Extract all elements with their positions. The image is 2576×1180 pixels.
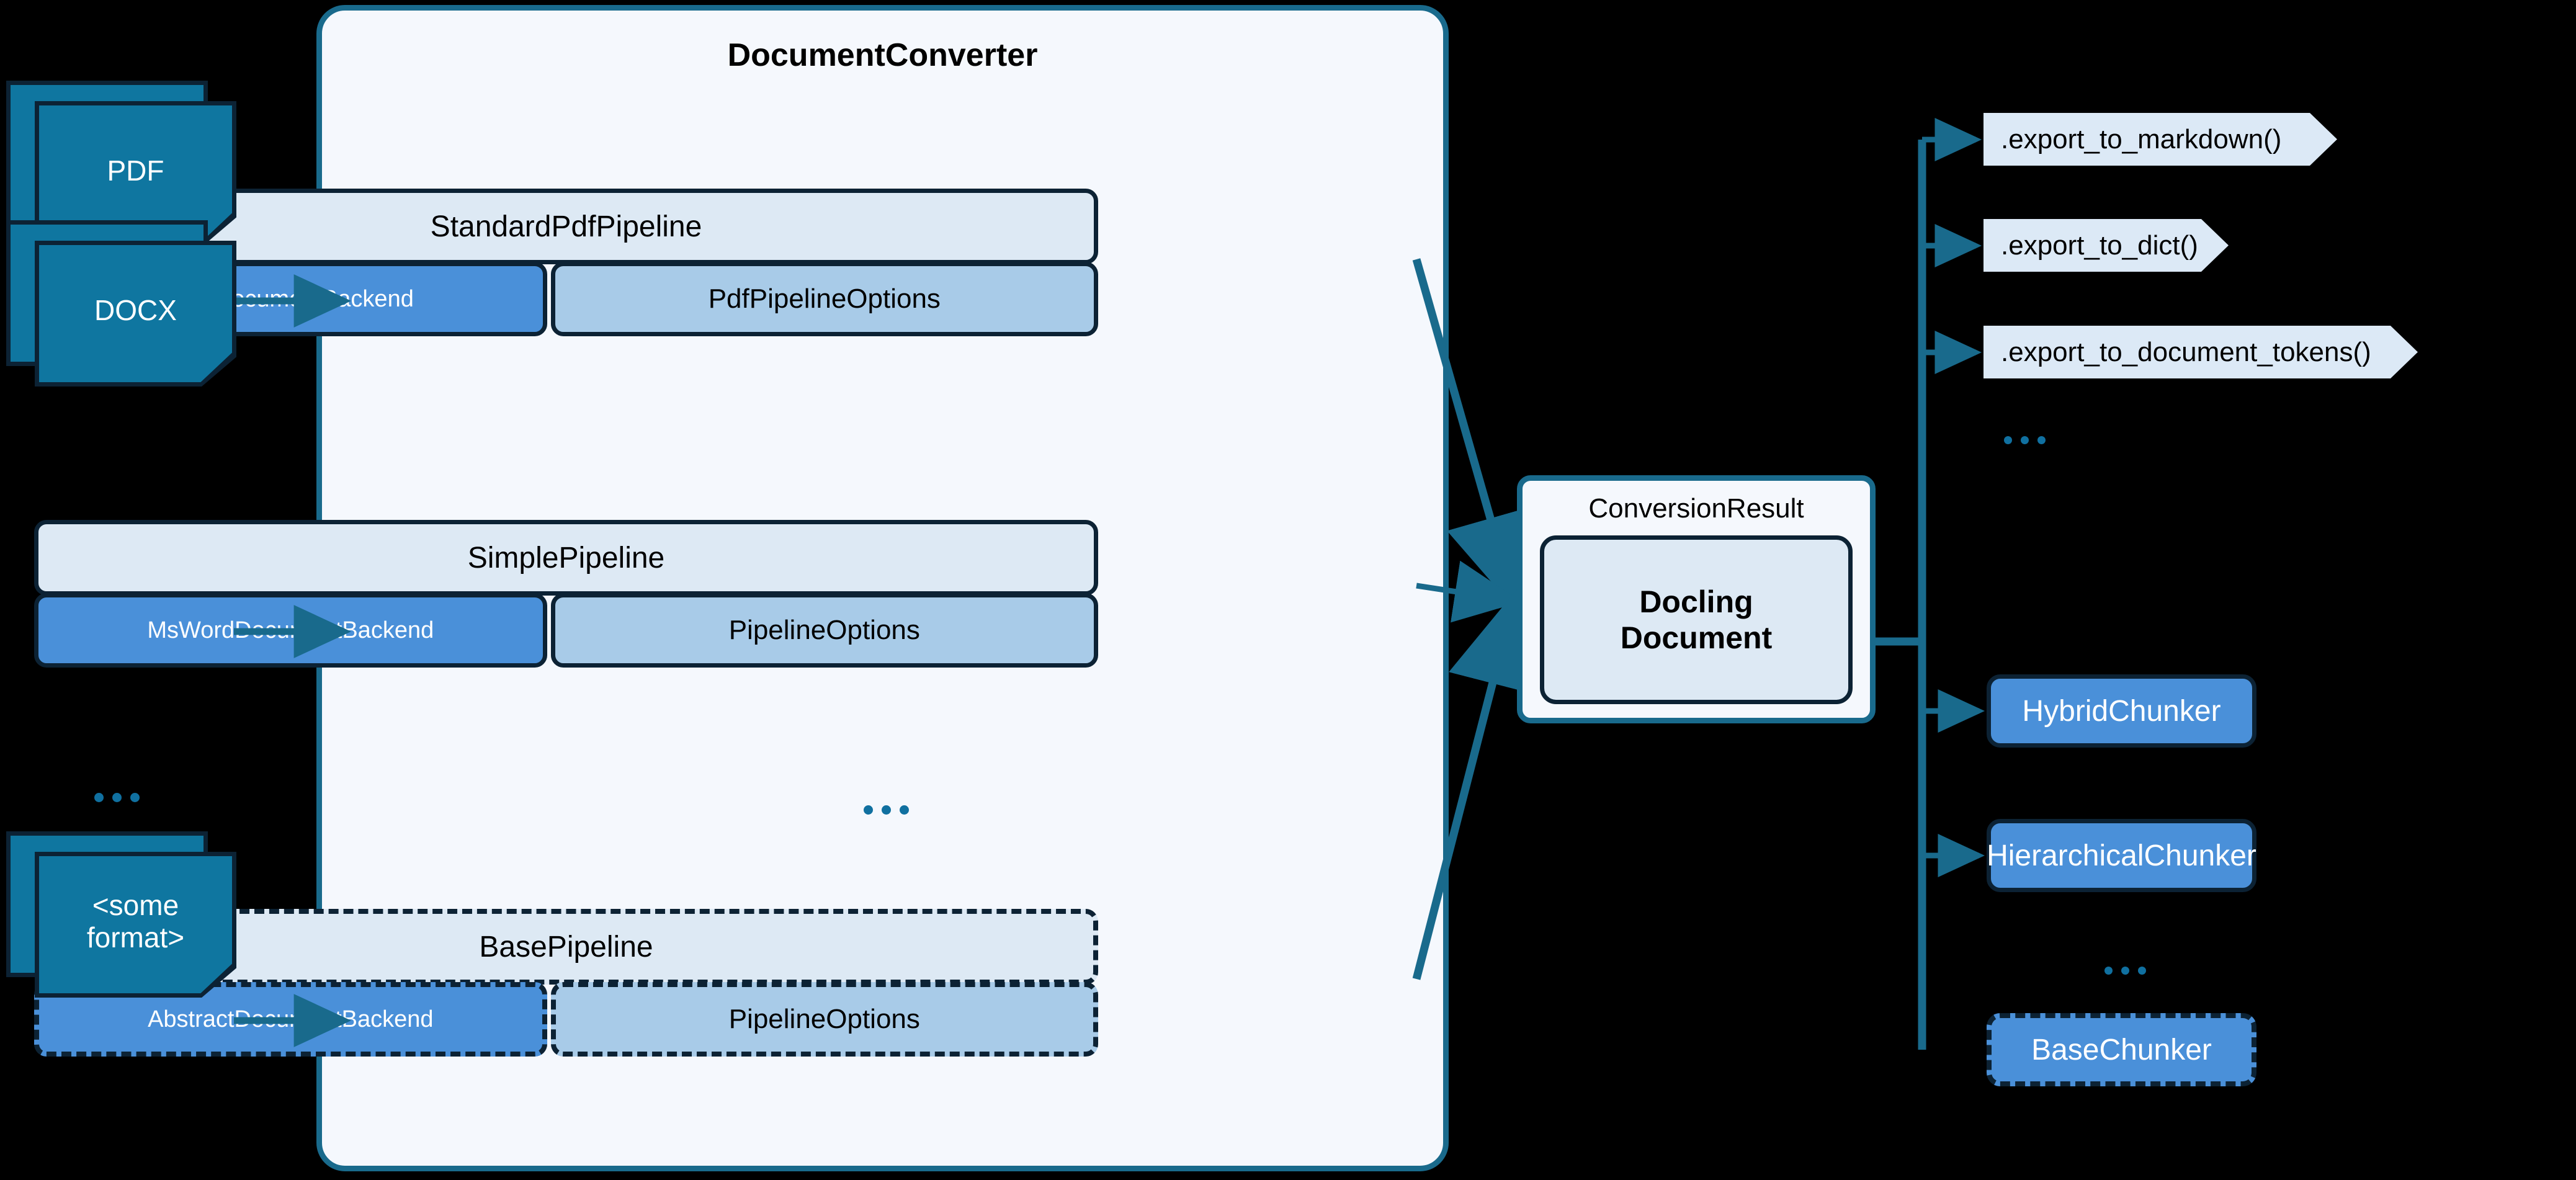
doc-front-sheet: DOCX [35, 241, 236, 387]
pipeline-options[interactable]: PdfPipelineOptions [550, 262, 1098, 336]
pipeline-members: MsWordDocumentBackend PipelineOptions [34, 593, 1098, 668]
chunker-label: BaseChunker [2031, 1033, 2212, 1066]
doc-body [35, 241, 236, 387]
doc-body [35, 852, 236, 998]
export-label: .export_to_dict() [2001, 230, 2198, 261]
chunker-label: HybridChunker [2022, 694, 2221, 728]
input-ellipsis [94, 793, 140, 802]
pipeline-options[interactable]: PipelineOptions [550, 593, 1098, 668]
chunker-label: HierarchicalChunker [1987, 839, 2256, 872]
input-doc-pdf[interactable]: PDF [6, 81, 236, 247]
page-title: DocumentConverter [727, 37, 1038, 73]
chunker-hierarchical[interactable]: HierarchicalChunker [1987, 819, 2256, 892]
input-doc-label: DOCX [94, 293, 177, 326]
export-label: .export_to_document_tokens() [2001, 336, 2371, 367]
pipeline-name: SimplePipeline [34, 520, 1098, 596]
pipeline-ellipsis [864, 805, 909, 815]
export-ellipsis [2004, 436, 2046, 444]
input-doc-label: PDF [107, 154, 164, 187]
pipeline-simple[interactable]: SimplePipeline MsWordDocumentBackend Pip… [34, 520, 1098, 668]
export-to-dict-chevron[interactable]: .export_to_dict() [1983, 219, 2229, 272]
input-doc-docx[interactable]: DOCX [6, 220, 236, 387]
pipeline-options[interactable]: PipelineOptions [550, 982, 1098, 1057]
export-to-document-tokens-chevron[interactable]: .export_to_document_tokens() [1983, 326, 2418, 378]
pipeline-members: AbstractDocumentBackend PipelineOptions [34, 982, 1098, 1057]
export-to-markdown-chevron[interactable]: .export_to_markdown() [1983, 113, 2337, 166]
export-label: .export_to_markdown() [2001, 123, 2282, 154]
conversion-result-title: ConversionResult [1588, 493, 1804, 524]
chunker-base[interactable]: BaseChunker [1987, 1013, 2256, 1086]
result-output-trunk [1876, 140, 1926, 1050]
chunker-ellipsis [2104, 967, 2146, 975]
pipeline-backend[interactable]: MsWordDocumentBackend [34, 593, 547, 668]
chunker-hybrid[interactable]: HybridChunker [1987, 674, 2256, 748]
